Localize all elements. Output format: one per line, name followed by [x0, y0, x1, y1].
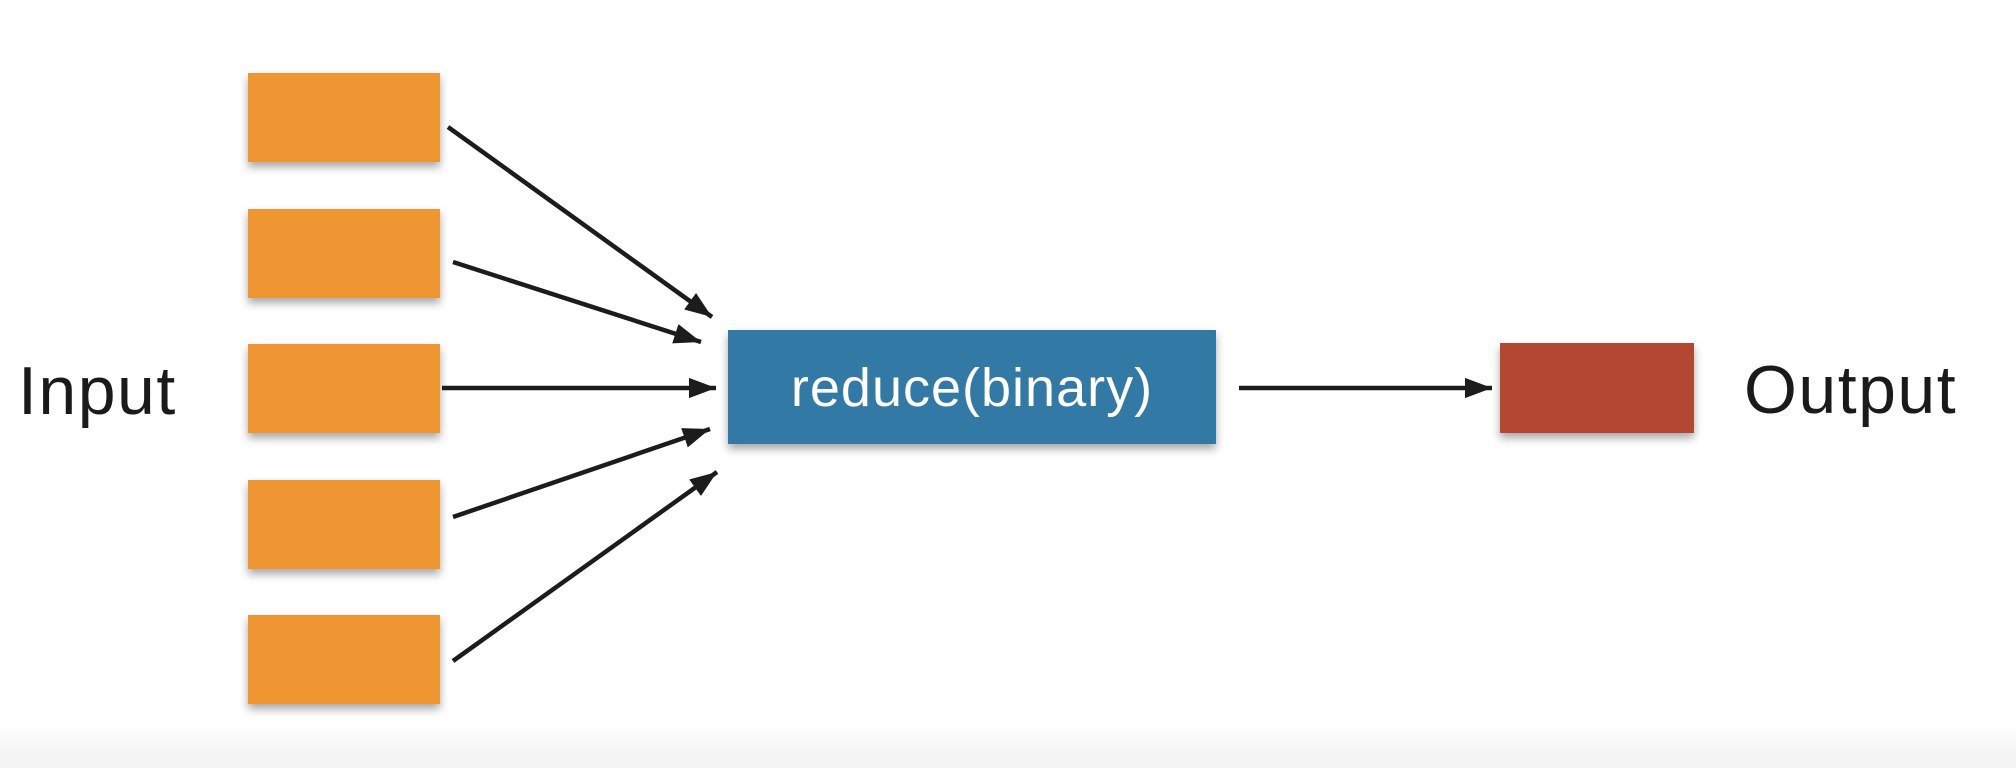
input-box-5: [248, 615, 440, 704]
reduce-label: reduce(binary): [791, 358, 1153, 418]
input-box-3: [248, 344, 440, 433]
input-label: Input: [18, 353, 177, 429]
input-box-4: [248, 480, 440, 569]
arrow-input5-to-reduce: [451, 470, 719, 663]
reduce-box: [728, 330, 1216, 444]
arrow-input2-to-reduce: [452, 259, 702, 345]
output-box: [1500, 343, 1694, 433]
arrow-input4-to-reduce: [452, 426, 711, 520]
input-box-1: [248, 73, 440, 162]
arrow-input1-to-reduce: [446, 125, 714, 319]
output-label: Output: [1744, 352, 1957, 428]
input-box-2: [248, 209, 440, 298]
